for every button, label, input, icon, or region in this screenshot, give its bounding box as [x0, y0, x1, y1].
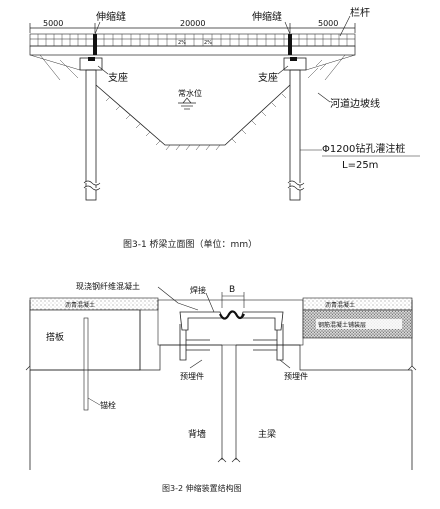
joint-right-steel [240, 311, 284, 361]
abutment-right [283, 57, 307, 201]
riverbank-line [95, 84, 291, 146]
rc-pavement-label-bg [316, 319, 402, 329]
dimension-line [29, 23, 356, 33]
approach-slab-label: 搭板 [46, 331, 64, 343]
pile-length-label: L=25m [342, 160, 378, 171]
figure-3-2-caption: 图3-2 伸缩装置结构图 [162, 483, 242, 493]
anchor-bolt-leader [87, 397, 101, 406]
dim-left: 5000 [43, 19, 63, 28]
expansion-joint-label-right: 伸缩缝 [252, 10, 282, 23]
embedded-part-label-right: 预埋件 [284, 371, 308, 381]
water-level-symbol [178, 97, 196, 110]
back-wall-label: 背墙 [188, 428, 206, 440]
expansion-joint-label-left: 伸缩缝 [96, 10, 126, 23]
abutment-fill-left [59, 59, 79, 79]
dim-right: 5000 [318, 19, 338, 28]
center-gap [217, 345, 241, 463]
abutment-left [79, 57, 103, 201]
main-girder-label: 主梁 [258, 428, 276, 440]
asphalt-label-right: 沥青混凝土 [325, 301, 355, 309]
anchor-bolt [83, 317, 89, 411]
riverbank-hatch [105, 93, 287, 151]
leader-lines-fig2 [157, 286, 291, 369]
railing-posts [37, 34, 348, 46]
asphalt-label-left: 沥青混凝土 [65, 301, 95, 309]
pile-breaks [83, 180, 305, 191]
bank-slope-label: 河道边坡线 [330, 97, 380, 110]
railing-label: 栏杆 [350, 6, 370, 19]
embedded-part-label-left: 预埋件 [180, 371, 204, 381]
deck-beam [29, 45, 356, 56]
figure-3-2: 沥青混凝土 搭板 锚栓 [25, 281, 417, 493]
slope-mark-right: 2% [204, 40, 212, 46]
slope-mark-left: 2% [178, 40, 186, 46]
abutment-fill-right [307, 59, 327, 79]
railing [29, 33, 356, 47]
side-span-supports [29, 54, 356, 81]
water-level-label: 常水位 [178, 88, 202, 98]
figure-3-1-caption: 图3-1 桥梁立面图（单位：mm） [123, 238, 257, 250]
gap-dimension [221, 292, 245, 308]
rubber-seal [219, 310, 245, 320]
bearing-label-left: 支座 [108, 71, 128, 84]
steel-fiber-concrete-label: 现浇钢纤维混凝土 [76, 281, 140, 291]
expansion-joints [93, 34, 292, 55]
asphalt-layer-right [302, 297, 413, 311]
figure-3-1: 5000 20000 5000 2 [29, 6, 420, 250]
leader-lines [94, 15, 351, 151]
bearing-label-right: 支座 [258, 71, 278, 84]
weld-label: 焊接 [190, 285, 206, 295]
joint-left-steel [179, 311, 223, 361]
main-girder-outline [236, 344, 412, 371]
pile-label: Φ1200钻孔灌注桩 [322, 142, 405, 155]
gap-label: B [229, 285, 235, 295]
anchor-bolt-label: 锚栓 [100, 400, 116, 410]
rc-pavement-label: 钢筋混凝土铺装层 [318, 321, 366, 329]
dim-middle: 20000 [180, 19, 205, 28]
